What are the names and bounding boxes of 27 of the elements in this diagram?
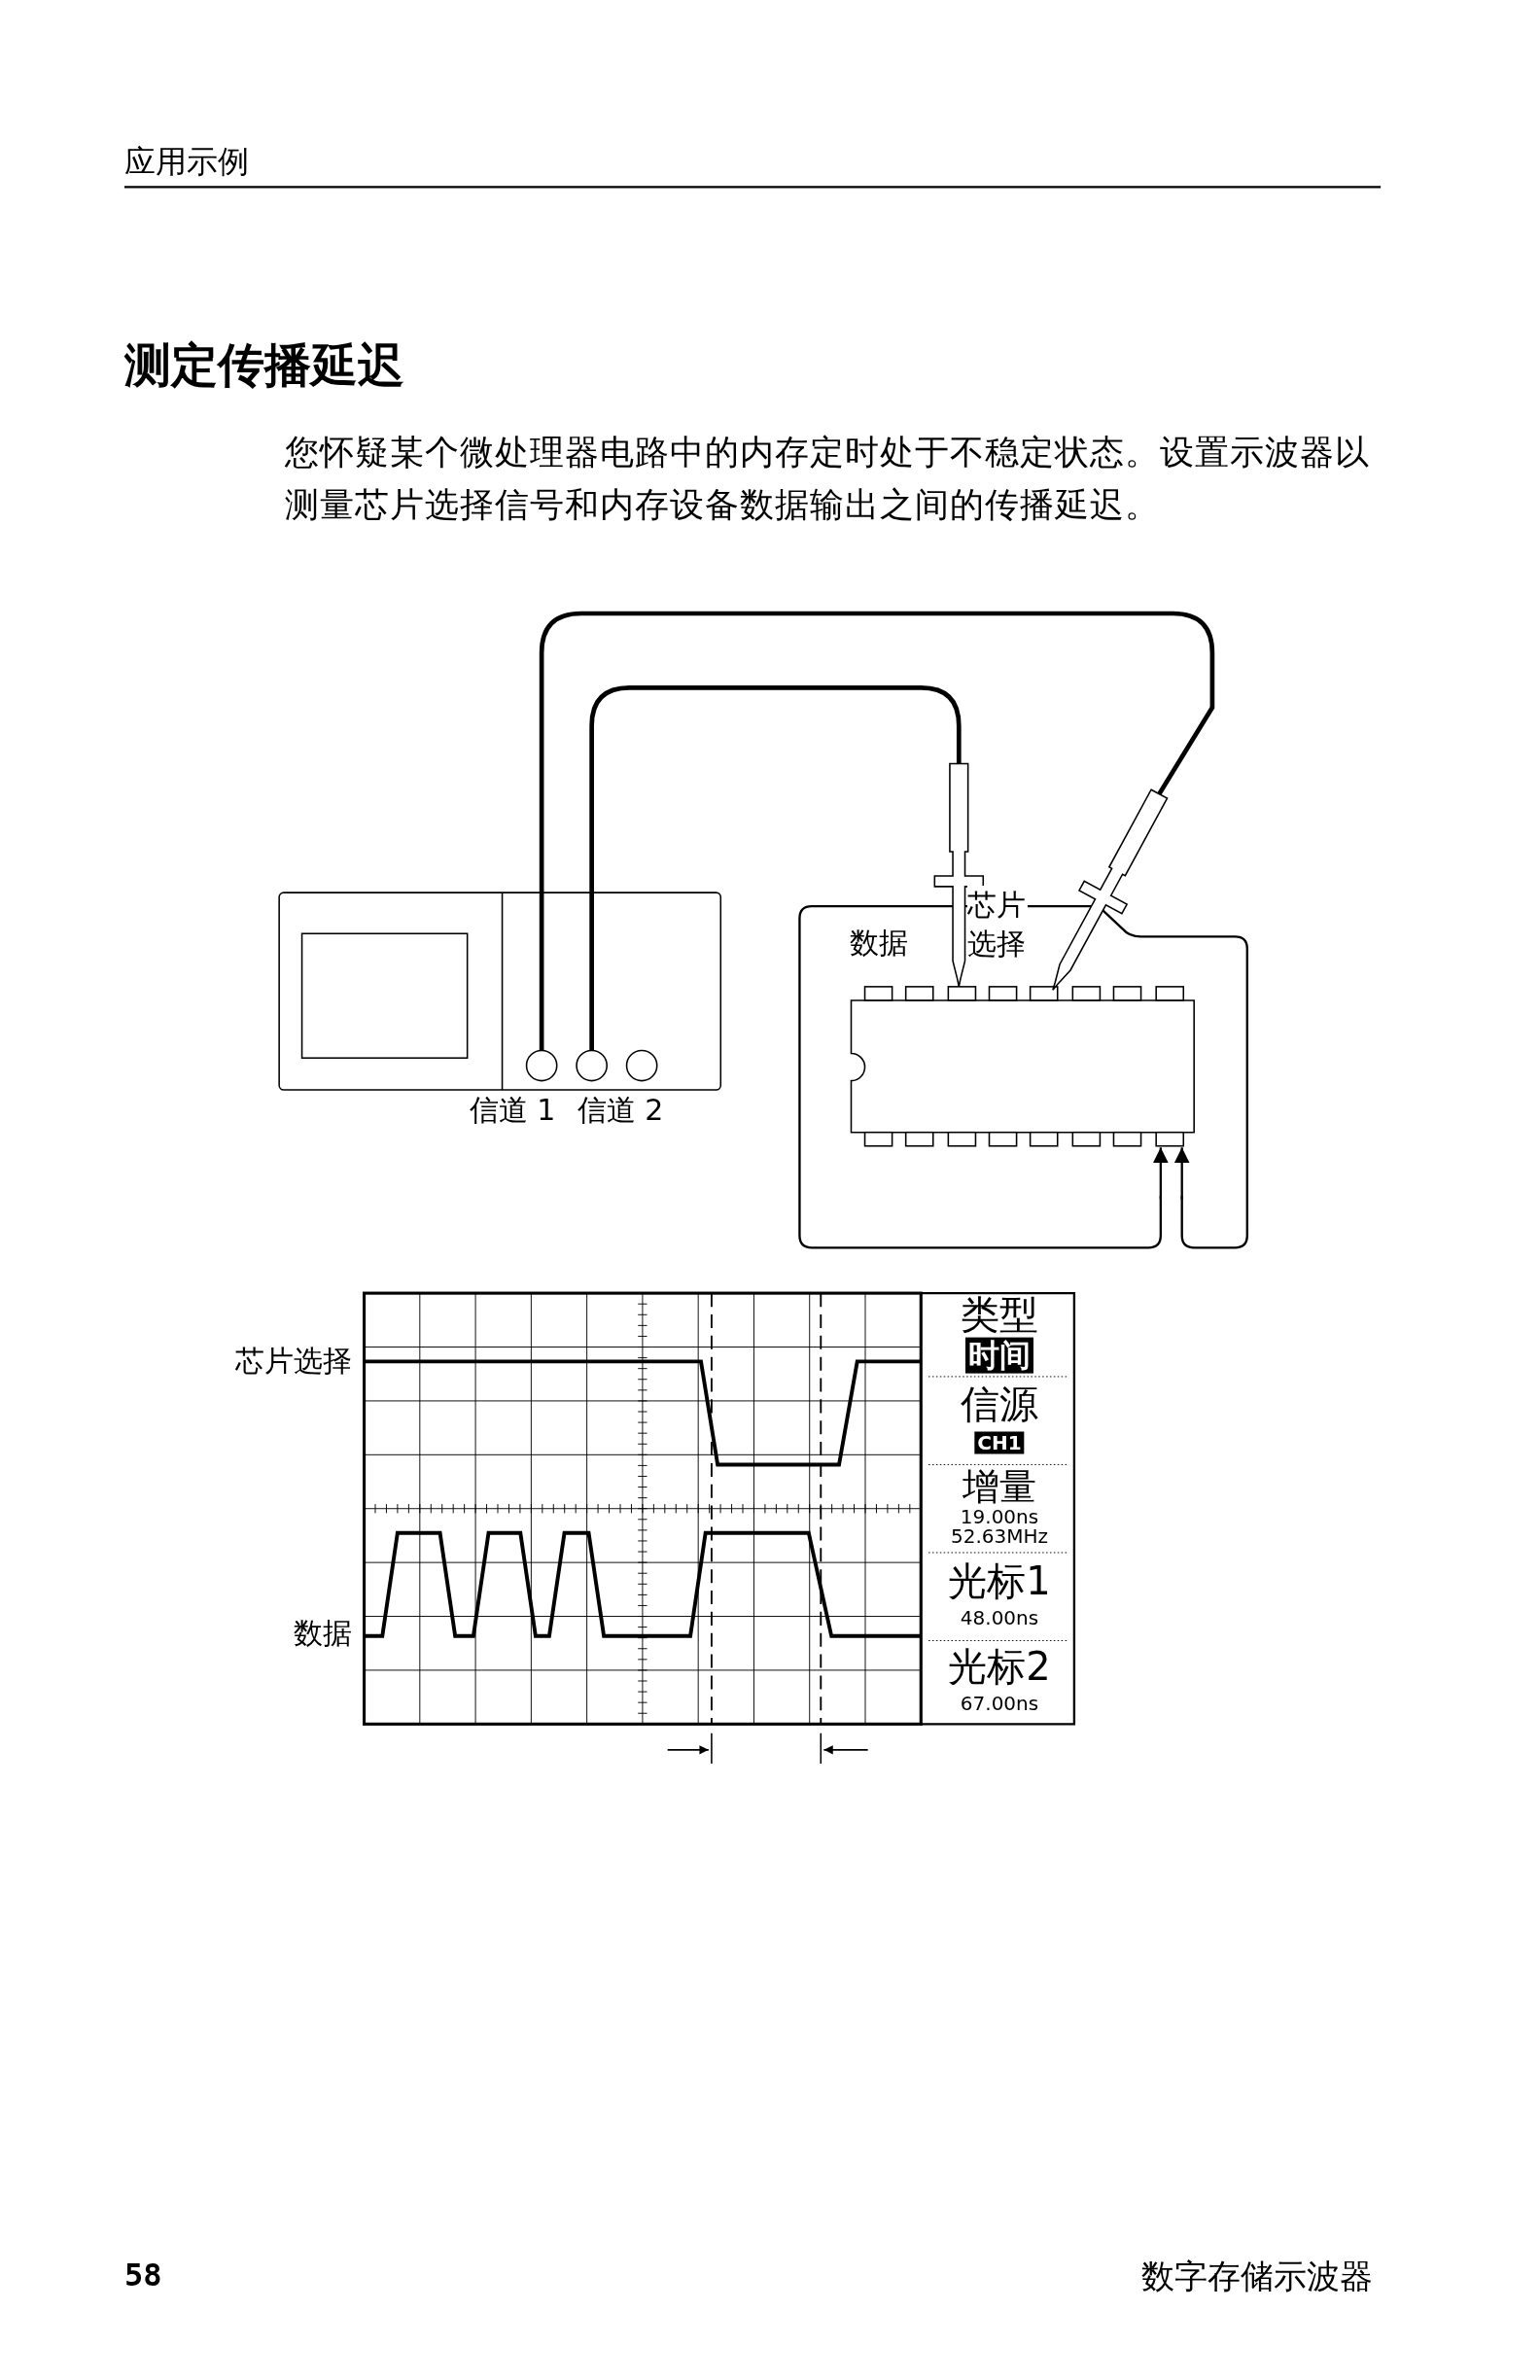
readout-value: 48.00ns	[960, 1606, 1039, 1629]
probe-cable	[589, 685, 962, 1051]
header-text: 应用示例	[124, 144, 249, 180]
menu-value: CH1	[974, 1431, 1025, 1454]
channel-label: 信道 2	[577, 1093, 664, 1128]
channel-label: 信道 1	[469, 1093, 556, 1128]
arrow	[1153, 1147, 1169, 1200]
menu-title: 类型	[961, 1292, 1038, 1337]
trace-label: 芯片选择	[235, 1344, 352, 1379]
readout-value: 67.00ns	[960, 1692, 1039, 1715]
trace-label: 数据	[294, 1616, 352, 1651]
body-paragraph: 您怀疑某个微处理器电路中的内存定时处于不稳定状态。设置示波器以测量芯片选择信号和内存设备数据输出之间的传播延迟。	[285, 432, 1371, 526]
ic-chip-drawing	[850, 986, 1195, 1147]
page-title: 测定传播延迟	[124, 338, 404, 393]
connector-jack	[625, 1049, 658, 1082]
connector-jack	[576, 1049, 608, 1082]
menu-title: 光标2	[948, 1644, 1051, 1689]
footer-text: 数字存储示波器	[1141, 2258, 1373, 2296]
page-number: 58	[124, 2258, 162, 2293]
probe-label: 数据	[850, 926, 908, 961]
menu-value: 时间	[965, 1337, 1033, 1374]
menu-title: 信源	[961, 1382, 1038, 1426]
probe-cable	[539, 611, 1215, 1051]
arrow	[1173, 1147, 1190, 1200]
menu-title: 光标1	[948, 1558, 1051, 1603]
connector-jack	[525, 1049, 558, 1082]
probe-drawing	[1052, 788, 1169, 992]
